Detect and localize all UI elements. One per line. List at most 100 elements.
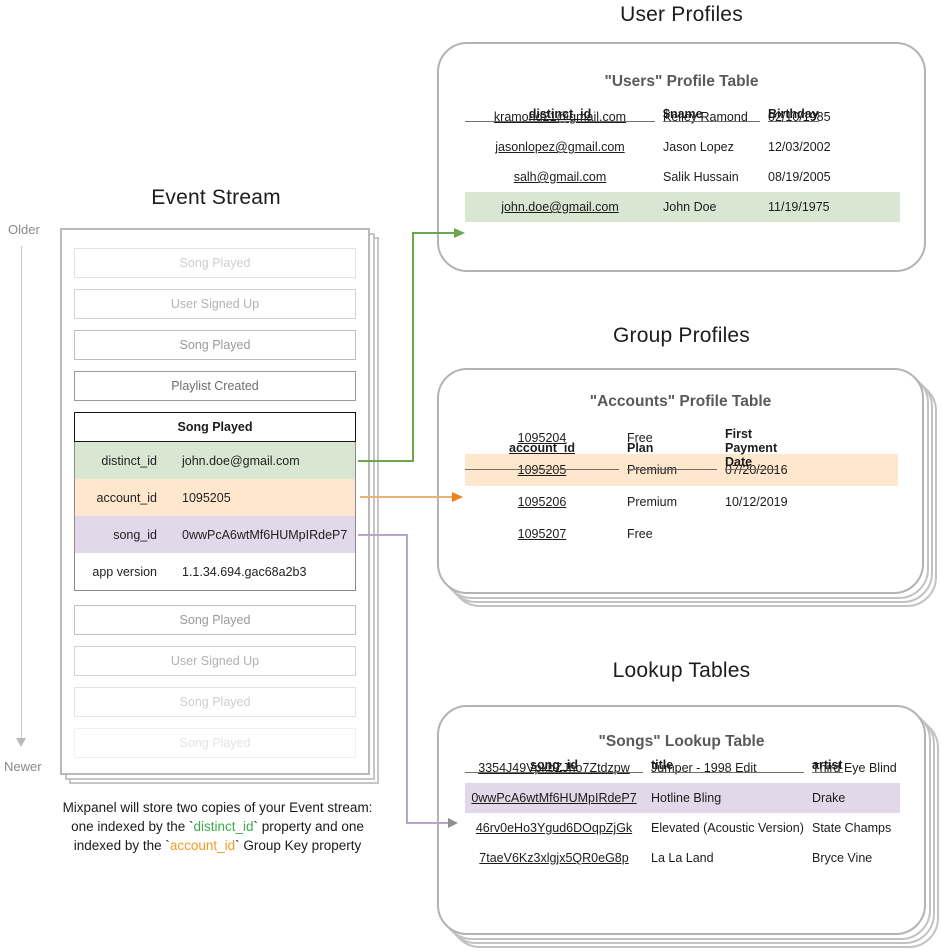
users-profile-card: "Users" Profile Table distinct_id $name …: [437, 42, 926, 272]
title-cell: Elevated (Acoustic Version): [651, 821, 804, 835]
selected-event-title: Song Played: [74, 412, 356, 442]
accounts-table-title: "Accounts" Profile Table: [589, 393, 772, 410]
green-arrowhead-icon: [454, 227, 465, 238]
user-profiles-title: User Profiles: [620, 3, 743, 26]
table-row: 46rv0eHo3Ygud6DOqpZjGk Elevated (Acousti…: [465, 813, 900, 843]
distinct-id-cell: jasonlopez@gmail.com: [495, 140, 625, 154]
green-connector-line: [414, 232, 454, 234]
artist-cell: State Champs: [812, 821, 892, 835]
table-row: kramond21@gmail.com Kelley Ramond 02/10/…: [465, 102, 900, 132]
selected-event-card: Song Played distinct_id john.doe@gmail.c…: [74, 412, 356, 591]
caption-text: ` Group Key property: [235, 837, 362, 853]
event-property-account-id: account_id 1095205: [75, 479, 355, 516]
table-row-highlighted-green: john.doe@gmail.com John Doe 11/19/1975: [465, 192, 900, 222]
name-cell: Kelley Ramond: [663, 110, 748, 124]
account-id-code: account_id: [169, 837, 236, 853]
table-row: 1095207 Free: [465, 518, 898, 550]
table-row: salh@gmail.com Salik Hussain 08/19/2005: [465, 162, 900, 192]
col-artist: artist: [812, 758, 843, 773]
table-row: 3354J49VpkbZJho7Ztdzpw Jumper - 1998 Edi…: [465, 753, 900, 783]
col-distinct-id: distinct_id: [528, 107, 592, 121]
col-birthday: Birthday: [768, 107, 819, 122]
song-id-cell: 46rv0eHo3Ygud6DOqpZjGk: [475, 821, 633, 835]
caption-text: indexed by the `: [73, 837, 170, 853]
artist-cell: Bryce Vine: [812, 851, 873, 865]
table-row-highlighted-purple: 0wwPcA6wtMf6HUMpIRdeP7 Hotline Bling Dra…: [465, 783, 900, 813]
purple-connector-line: [406, 534, 408, 824]
songs-table-title: "Songs" Lookup Table: [598, 733, 765, 750]
title-cell: Jumper - 1998 Edit: [651, 761, 757, 775]
account-id-cell: 1095204: [517, 431, 567, 445]
table-row: 7taeV6Kz3xlgjx5QR0eG8p La La Land Bryce …: [465, 843, 900, 873]
account-id-cell: 1095205: [517, 463, 567, 477]
col-title: title: [651, 758, 804, 773]
plan-cell: Premium: [627, 495, 678, 509]
plan-cell: Free: [627, 527, 653, 541]
col-name: $name: [663, 107, 760, 122]
event-property-song-id: song_id 0wwPcA6wtMf6HUMpIRdeP7: [75, 516, 355, 553]
event-item: Song Played: [74, 330, 356, 360]
account-id-cell: 1095206: [517, 495, 567, 509]
accounts-profile-card: "Accounts" Profile Table account_id Plan…: [437, 368, 924, 594]
distinct-id-code: distinct_id: [193, 818, 254, 834]
property-key: app version: [92, 564, 157, 579]
artist-cell: Drake: [812, 791, 846, 805]
older-label: Older: [8, 222, 40, 237]
distinct-id-cell: john.doe@gmail.com: [501, 200, 619, 214]
event-stream-caption: Mixpanel will store two copies of your E…: [30, 799, 405, 856]
name-cell: Salik Hussain: [663, 170, 739, 184]
col-plan: Plan: [627, 427, 717, 470]
users-table: distinct_id $name Birthday kramond21@gma…: [465, 102, 900, 222]
account-id-cell: 1095207: [517, 527, 567, 541]
event-item: Playlist Created: [74, 371, 356, 401]
property-value: 1.1.34.694.gac68a2b3: [182, 564, 307, 579]
event-property-distinct-id: distinct_id john.doe@gmail.com: [75, 442, 355, 479]
table-row: 1095206 Premium 10/12/2019: [465, 486, 898, 518]
gray-arrowhead-icon: [448, 817, 458, 828]
event-item: User Signed Up: [74, 289, 356, 319]
property-value: john.doe@gmail.com: [182, 453, 300, 468]
title-cell: Hotline Bling: [651, 791, 722, 805]
timeline-line: [21, 246, 22, 738]
col-first-payment-date: First Payment Date: [725, 427, 778, 470]
accounts-table: account_id Plan First Payment Date 10952…: [465, 422, 898, 550]
table-row-highlighted-orange: 1095205 Premium 07/20/2016: [465, 454, 898, 486]
name-cell: John Doe: [663, 200, 717, 214]
property-key: distinct_id: [101, 453, 157, 468]
table-row: jasonlopez@gmail.com Jason Lopez 12/03/2…: [465, 132, 900, 162]
birthday-cell: 11/19/1975: [768, 200, 830, 214]
col-account-id: account_id: [509, 441, 575, 455]
lookup-tables-title: Lookup Tables: [612, 659, 751, 682]
orange-connector-line: [360, 496, 453, 498]
first-payment-date-cell: 07/20/2016: [725, 463, 788, 477]
birthday-cell: 12/03/2002: [768, 140, 831, 154]
green-connector-line: [412, 232, 414, 462]
song-id-cell: 3354J49VpkbZJho7Ztdzpw: [478, 761, 630, 775]
distinct-id-cell: kramond21@gmail.com: [493, 110, 627, 124]
title-cell: La La Land: [651, 851, 714, 865]
event-item: Song Played: [74, 728, 356, 758]
plan-cell: Premium: [627, 463, 678, 477]
event-item: Song Played: [74, 248, 356, 278]
event-stream-container: Song Played User Signed Up Song Played P…: [60, 228, 370, 775]
green-connector-line: [358, 460, 414, 462]
event-property-app-version: app version 1.1.34.694.gac68a2b3: [75, 553, 355, 590]
timeline-arrow-down-icon: [16, 738, 26, 747]
orange-arrowhead-icon: [452, 491, 463, 502]
event-stream-title: Event Stream: [151, 186, 281, 209]
caption-line1: Mixpanel will store two copies of your E…: [62, 800, 373, 815]
songs-lookup-card: "Songs" Lookup Table song_id title artis…: [437, 705, 926, 935]
property-value: 0wwPcA6wtMf6HUMpIRdeP7: [182, 527, 348, 542]
name-cell: Jason Lopez: [663, 140, 734, 154]
newer-label: Newer: [4, 759, 42, 774]
event-item: Song Played: [74, 605, 356, 635]
song-id-cell: 7taeV6Kz3xlgjx5QR0eG8p: [479, 851, 629, 865]
col-song-id: song_id: [530, 758, 578, 772]
table-row: 1095204 Free: [465, 422, 898, 454]
birthday-cell: 02/10/1985: [768, 110, 831, 124]
song-id-cell: 0wwPcA6wtMf6HUMpIRdeP7: [471, 791, 637, 805]
event-item: User Signed Up: [74, 646, 356, 676]
users-table-title: "Users" Profile Table: [604, 73, 759, 90]
event-item: Song Played: [74, 687, 356, 717]
